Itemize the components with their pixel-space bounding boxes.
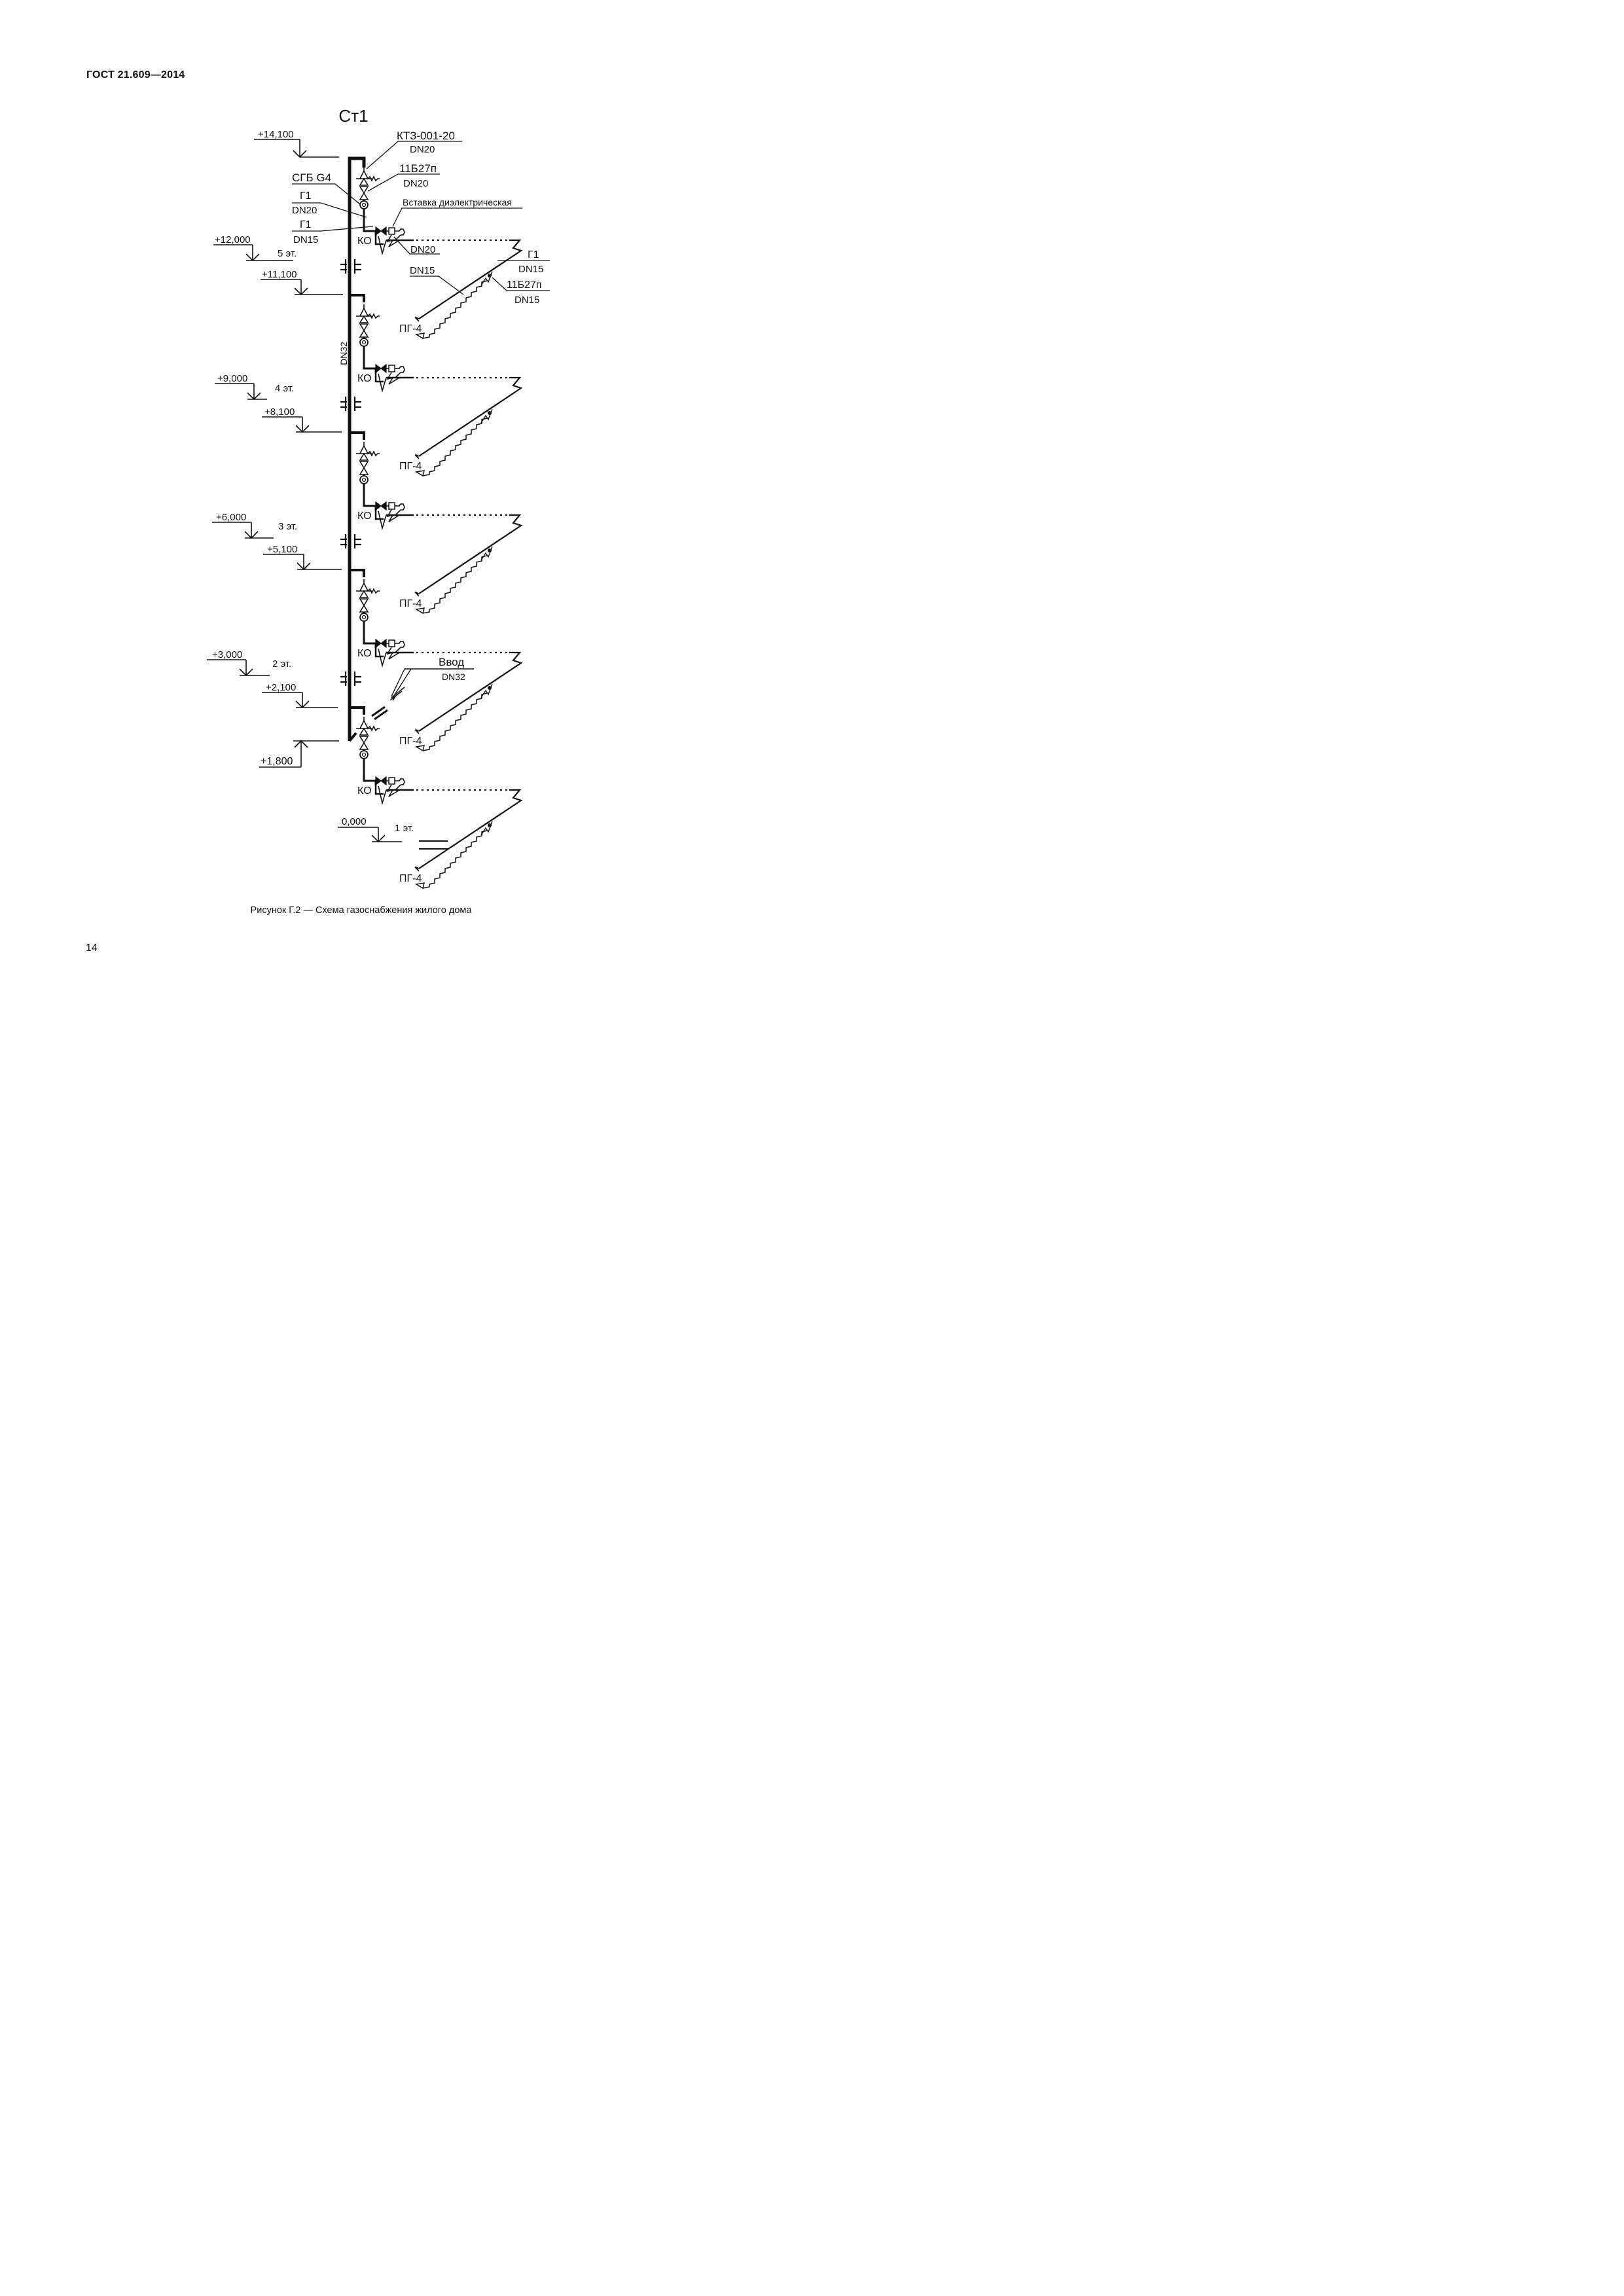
valve-dn-label: DN20 (410, 144, 435, 155)
figure-caption: Рисунок Г.2 — Схема газоснабжения жилого… (250, 905, 472, 916)
elevation-5100: +5,100 (267, 544, 297, 555)
floor-4: 4 эт. (275, 383, 294, 394)
dielectric-insert-label: Вставка диэлектрическая (403, 197, 512, 207)
elevation-6000: +6,000 (216, 512, 246, 523)
pipe-g1-dn15-diameter: DN15 (293, 234, 318, 245)
right-tap-dn-label: DN15 (514, 295, 539, 306)
floor-1: 1 эт. (395, 823, 414, 834)
elevation-12000: +12,000 (215, 234, 251, 245)
boiler-label-floor-4: КО (357, 373, 372, 384)
stove-label-floor-5: ПГ-4 (399, 323, 422, 334)
meter-label: СГБ G4 (292, 171, 331, 184)
elevation-11100: +11,100 (262, 269, 297, 280)
boiler-label-floor-2: КО (357, 648, 372, 659)
stove-label-floor-3: ПГ-4 (399, 598, 422, 609)
boiler-label-floor-1: КО (357, 785, 372, 797)
standard-header: ГОСТ 21.609—2014 (86, 69, 185, 81)
right-g1-label: Г1 (528, 249, 539, 260)
right-g1-diameter: DN15 (518, 264, 543, 275)
boiler-label-floor-3: КО (357, 511, 372, 522)
floor-2: 2 эт. (272, 658, 291, 670)
floor-3: 3 эт. (278, 521, 297, 532)
tap-model-label: 11Б27п (399, 162, 437, 175)
document-page: ГОСТ 21.609—2014 (0, 0, 722, 1020)
riser-title: Ст1 (338, 106, 368, 126)
elevation-8100: +8,100 (264, 406, 295, 418)
elevation-3000: +3,000 (212, 649, 242, 660)
elevation-2100: +2,100 (266, 682, 296, 693)
page-number: 14 (86, 942, 98, 954)
inlet-label: Ввод (439, 656, 464, 668)
gas-supply-scheme: Ст1 DN32 Ввод DN32 (207, 106, 550, 889)
tap-dn-label: DN20 (403, 178, 428, 189)
boiler-dn-label: DN20 (410, 244, 435, 255)
inlet-diameter: DN32 (442, 672, 465, 682)
branch-dn-label: DN15 (410, 265, 435, 276)
stove-label-floor-1: ПГ-4 (399, 873, 422, 884)
floor-5: 5 эт. (278, 248, 297, 259)
elevation-0000: 0,000 (342, 816, 367, 827)
elevation-9000: +9,000 (217, 373, 247, 384)
riser-diameter: DN32 (338, 342, 349, 365)
pipe-g1-dn20-label: Г1 (300, 190, 312, 202)
valve-model-label: КТЗ-001-20 (397, 130, 455, 142)
pipe-g1-dn20-diameter: DN20 (292, 205, 317, 216)
elevation-1800: +1,800 (261, 756, 293, 767)
pipe-g1-dn15-label: Г1 (300, 219, 312, 230)
stove-label-floor-2: ПГ-4 (399, 736, 422, 747)
stove-label-floor-4: ПГ-4 (399, 461, 422, 472)
right-tap-model-label: 11Б27п (507, 279, 542, 291)
boiler-label-floor-5: КО (357, 236, 372, 247)
elevation-14100: +14,100 (258, 129, 294, 140)
